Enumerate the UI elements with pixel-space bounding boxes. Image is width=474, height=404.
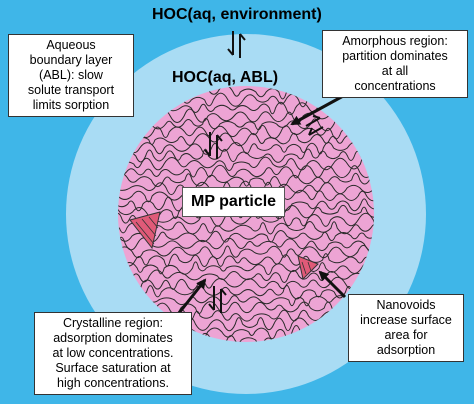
polymer-chain bbox=[118, 252, 374, 268]
polymer-chain bbox=[118, 141, 374, 155]
crystalline-box-line-2: adsorption dominates bbox=[53, 331, 173, 345]
polymer-chain bbox=[118, 294, 374, 307]
amorphous-box-line-1: Amorphous region: bbox=[342, 34, 448, 48]
polymer-chain bbox=[118, 284, 374, 300]
crystalline-region-right bbox=[297, 255, 319, 281]
polymer-chain bbox=[118, 236, 374, 252]
amorphous-box-line-3: at all bbox=[381, 64, 409, 78]
polymer-chain bbox=[118, 229, 374, 243]
polymer-chain bbox=[119, 276, 374, 292]
nanovoids-box-line-1: Nanovoids bbox=[376, 298, 436, 312]
nanovoids-box-line-2: increase surface bbox=[360, 313, 452, 327]
amorphous-box-line-2: partition dominates bbox=[342, 49, 448, 63]
polymer-chain bbox=[118, 244, 374, 260]
polymer-chain bbox=[120, 156, 374, 172]
crystalline-description-box: Crystalline region: adsorption dominates… bbox=[34, 312, 192, 395]
abl-box-line-5: limits sorption bbox=[32, 98, 110, 112]
polymer-chain bbox=[120, 148, 374, 163]
amorphous-box-line-4: concentrations bbox=[354, 79, 436, 93]
amorphous-description-box: Amorphous region: partition dominates at… bbox=[322, 30, 468, 98]
equilibrium-arrow-env-abl bbox=[227, 31, 246, 58]
mp-particle-label: MP particle bbox=[182, 187, 286, 217]
environment-label: HOC(aq, environment) bbox=[152, 6, 322, 23]
abl-box-line-2: boundary layer bbox=[29, 53, 113, 67]
nanovoids-description-box: Nanovoids increase surface area for adso… bbox=[348, 294, 464, 362]
polymer-chain bbox=[121, 261, 374, 276]
abl-label: HOC(aq, ABL) bbox=[172, 69, 279, 86]
polymer-chain bbox=[118, 172, 374, 188]
polymer-chain bbox=[118, 269, 374, 284]
equilibrium-arrow-abl-particle bbox=[204, 132, 223, 159]
crystalline-box-line-3: at low concentrations. bbox=[52, 346, 174, 360]
abl-description-box: Aqueous boundary layer (ABL): slow solut… bbox=[8, 34, 134, 117]
pointer-arrow-amorphous bbox=[290, 93, 346, 126]
equilibrium-arrow-crystalline bbox=[208, 286, 227, 313]
equilibrium-arrow-amorphous bbox=[305, 115, 324, 136]
abl-box-line-4: solute transport bbox=[27, 83, 115, 97]
crystalline-box-line-1: Crystalline region: bbox=[62, 316, 164, 330]
polymer-chain bbox=[118, 124, 374, 140]
crystalline-box-line-5: high concentrations. bbox=[57, 376, 169, 390]
polymer-chain bbox=[118, 164, 374, 179]
polymer-chain bbox=[118, 221, 374, 235]
nanovoids-box-line-4: adsorption bbox=[376, 343, 436, 357]
abl-box-line-1: Aqueous bbox=[46, 38, 96, 52]
pointer-arrow-nanovoids bbox=[318, 270, 347, 299]
crystalline-box-line-4: Surface saturation at bbox=[55, 361, 171, 375]
abl-box-line-3: (ABL): slow bbox=[39, 68, 103, 82]
nanovoids-box-line-3: area for bbox=[384, 328, 428, 342]
crystalline-region-left bbox=[129, 211, 161, 250]
